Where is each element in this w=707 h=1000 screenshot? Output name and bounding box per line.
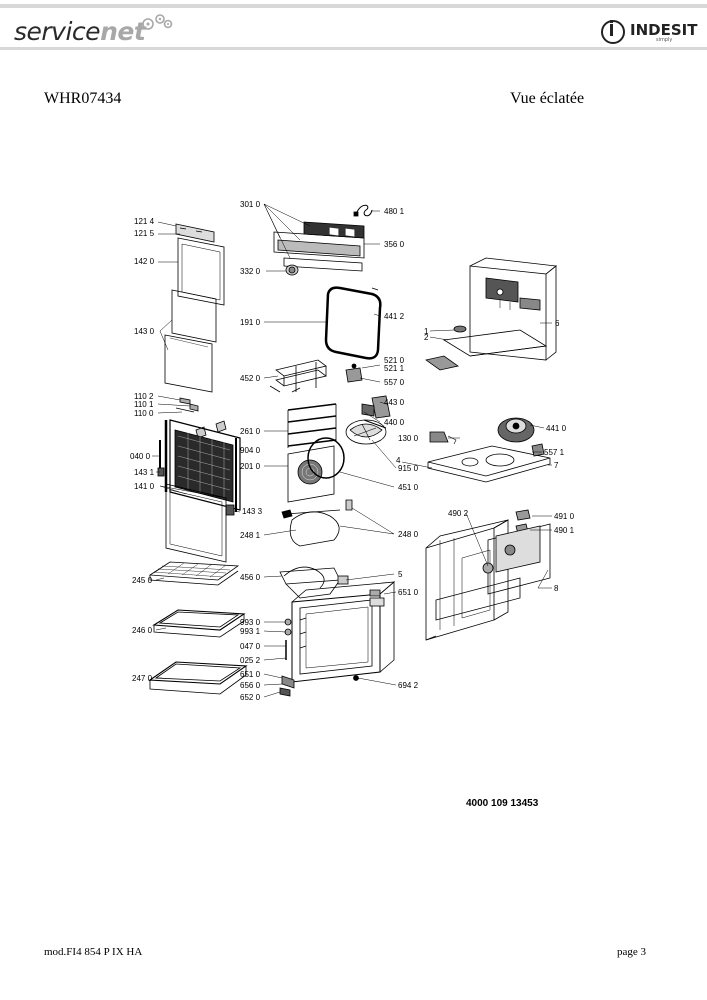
callout: 143 3	[242, 507, 263, 516]
callout: 2	[424, 333, 429, 342]
callout: 143 0	[134, 327, 155, 336]
callout: 993 0	[240, 618, 261, 627]
callout: 652 0	[240, 693, 261, 702]
callout: 191 0	[240, 318, 261, 327]
model-code: WHR07434	[44, 90, 122, 107]
callout: 452 0	[240, 374, 261, 383]
door-parts	[148, 223, 248, 695]
callout-labels: 121 4 121 5 142 0 143 0 110 2 110 1 110 …	[130, 200, 575, 702]
logo-text-service: service	[14, 17, 101, 46]
callout: 490 2	[448, 509, 469, 518]
logo-text-net: net	[100, 17, 146, 46]
callout: 110 0	[134, 409, 154, 418]
part-number: 4000 109 13453	[466, 798, 539, 809]
callout: 443 0	[384, 398, 405, 407]
callout: 141 0	[134, 482, 155, 491]
callout: 451 0	[398, 483, 419, 492]
callout: 491 0	[554, 512, 575, 521]
callout: 456 0	[240, 573, 261, 582]
callout: 025 2	[240, 656, 261, 665]
callout: 332 0	[240, 267, 261, 276]
callout: 651 0	[240, 670, 261, 679]
callout: 557 1	[544, 448, 565, 457]
cabinet-parts	[425, 257, 558, 641]
callout: 6	[555, 319, 560, 328]
view-title: Vue éclatée	[510, 90, 585, 107]
callout: 245 0	[132, 576, 153, 585]
callout: 110 2	[134, 392, 154, 401]
header-top-rule	[0, 4, 707, 8]
callout: 356 0	[384, 240, 405, 249]
footer-model: mod.FI4 854 P IX HA	[44, 946, 143, 958]
callout: 301 0	[240, 200, 261, 209]
brand-circle-icon	[601, 20, 625, 44]
callout: 130 0	[398, 434, 419, 443]
callout: 521 1	[384, 364, 405, 373]
callout: 441 0	[546, 424, 567, 433]
footer-page: page 3	[617, 946, 647, 958]
callout: 248 1	[240, 531, 261, 540]
callout: 656 0	[240, 681, 261, 690]
callout: 8	[554, 584, 559, 593]
callout: 5	[398, 570, 403, 579]
callout: 142 0	[134, 257, 155, 266]
brand-tagline: simply	[656, 37, 673, 43]
brand-name: INDESIT	[630, 21, 698, 39]
callout: 261 0	[240, 427, 261, 436]
servicenet-logo: servicenet	[14, 17, 146, 46]
callout: 040 0	[130, 452, 151, 461]
callout: 1	[424, 327, 429, 336]
callout: 121 4	[134, 217, 155, 226]
callout: 440 0	[384, 418, 405, 427]
callout: 915 0	[398, 464, 419, 473]
brand-i-stem	[610, 24, 613, 36]
callout: 201 0	[240, 462, 261, 471]
brand-i-dot	[610, 20, 613, 23]
callout: 248 0	[398, 530, 419, 539]
callout: 121 5	[134, 229, 155, 238]
callout: 441 2	[384, 312, 405, 321]
control-panel-parts	[269, 204, 396, 697]
callout: 110 1	[134, 400, 154, 409]
callout: 480 1	[384, 207, 405, 216]
callout: 4	[396, 456, 401, 465]
callout: 557 0	[384, 378, 405, 387]
callout: 047 0	[240, 642, 261, 651]
callout: 490 1	[554, 526, 575, 535]
callout: 246 0	[132, 626, 153, 635]
gears-icon	[142, 14, 173, 30]
callout: 651 0	[398, 588, 419, 597]
callout: 993 1	[240, 627, 261, 636]
callout: 247 0	[132, 674, 153, 683]
callout: 7	[554, 461, 559, 470]
callout: 694 2	[398, 681, 419, 690]
callout: 904 0	[240, 446, 261, 455]
callout: 143 1	[134, 468, 155, 477]
header-bottom-rule	[0, 47, 707, 50]
leader-lines	[152, 203, 552, 698]
callout: 521 0	[384, 356, 405, 365]
